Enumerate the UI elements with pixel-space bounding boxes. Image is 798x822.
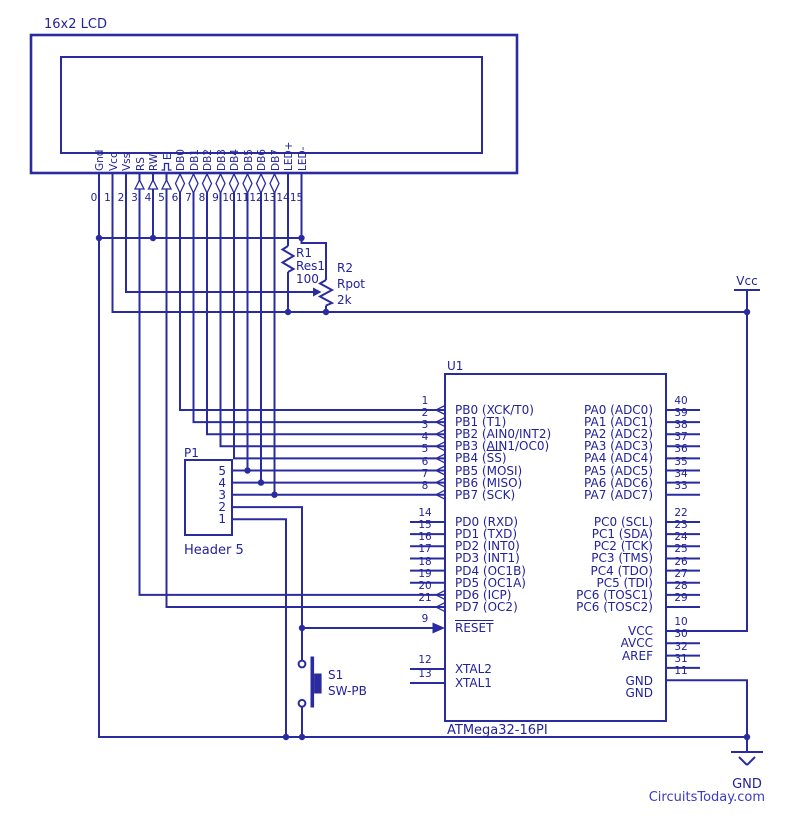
wire-header1-gnd bbox=[232, 518, 287, 737]
potentiometer-r2-symbol bbox=[317, 279, 335, 307]
switch-s1-symbol bbox=[297, 656, 322, 708]
bidir-diamond-icon bbox=[201, 172, 213, 195]
bidir-diamond-icon bbox=[255, 172, 267, 195]
wire-vee-to-wiper bbox=[125, 173, 313, 293]
chip-input-notches bbox=[435, 404, 446, 613]
resistor-r1-symbol bbox=[280, 245, 296, 273]
switch-bar bbox=[310, 656, 315, 708]
chip-pin-stubs bbox=[410, 409, 700, 684]
r2-zigzag bbox=[317, 279, 335, 307]
bidir-diamond-icon bbox=[174, 172, 186, 195]
wire-e-to-pd7 bbox=[165, 173, 445, 609]
lcd-screen-box bbox=[60, 56, 483, 154]
wire-rs-to-pd6 bbox=[138, 173, 445, 596]
pot-wiper-arrow-icon bbox=[313, 287, 322, 297]
arrow-up-icon bbox=[160, 178, 173, 190]
wire-db4-pb4 bbox=[233, 173, 445, 460]
ground-icon bbox=[731, 751, 763, 766]
wires bbox=[98, 173, 748, 752]
switch-button bbox=[314, 673, 322, 694]
arrow-up-icon bbox=[133, 178, 146, 190]
wire-header2-reset bbox=[232, 506, 303, 661]
r1-zigzag bbox=[280, 245, 296, 273]
mcu-box bbox=[444, 373, 667, 722]
wire-vcc-rail bbox=[111, 173, 747, 313]
bidir-diamond-icon bbox=[188, 172, 199, 195]
notch-icon bbox=[435, 404, 446, 613]
wire-db1-pb1 bbox=[192, 173, 445, 424]
wire-vcc-to-pin10 bbox=[666, 312, 748, 632]
switch-terminal bbox=[297, 698, 307, 708]
bidir-diamond-icon bbox=[228, 172, 240, 195]
wire-db3-pb3 bbox=[219, 173, 445, 448]
wire-db0-pb0 bbox=[179, 173, 445, 411]
reset-arrow-icon bbox=[432, 622, 445, 634]
junction-dots bbox=[95, 234, 751, 741]
lcd-pin-direction-glyphs bbox=[133, 172, 280, 195]
arrow-up-icon bbox=[147, 178, 159, 190]
enable-pulse-icon bbox=[161, 162, 172, 171]
power-symbols bbox=[731, 289, 763, 766]
bidir-diamond-icon bbox=[269, 172, 280, 195]
switch-terminal bbox=[297, 659, 307, 669]
wire-pin11-to-gnd bbox=[666, 679, 748, 752]
bidir-diamond-icon bbox=[242, 172, 253, 195]
wire-gnd-rail bbox=[98, 173, 747, 738]
wire-ledminus-pot bbox=[300, 173, 327, 280]
bidir-diamond-icon bbox=[215, 172, 226, 195]
wire-db2-pb2 bbox=[206, 173, 445, 436]
header-box bbox=[184, 459, 233, 536]
component-outlines bbox=[29, 33, 667, 722]
